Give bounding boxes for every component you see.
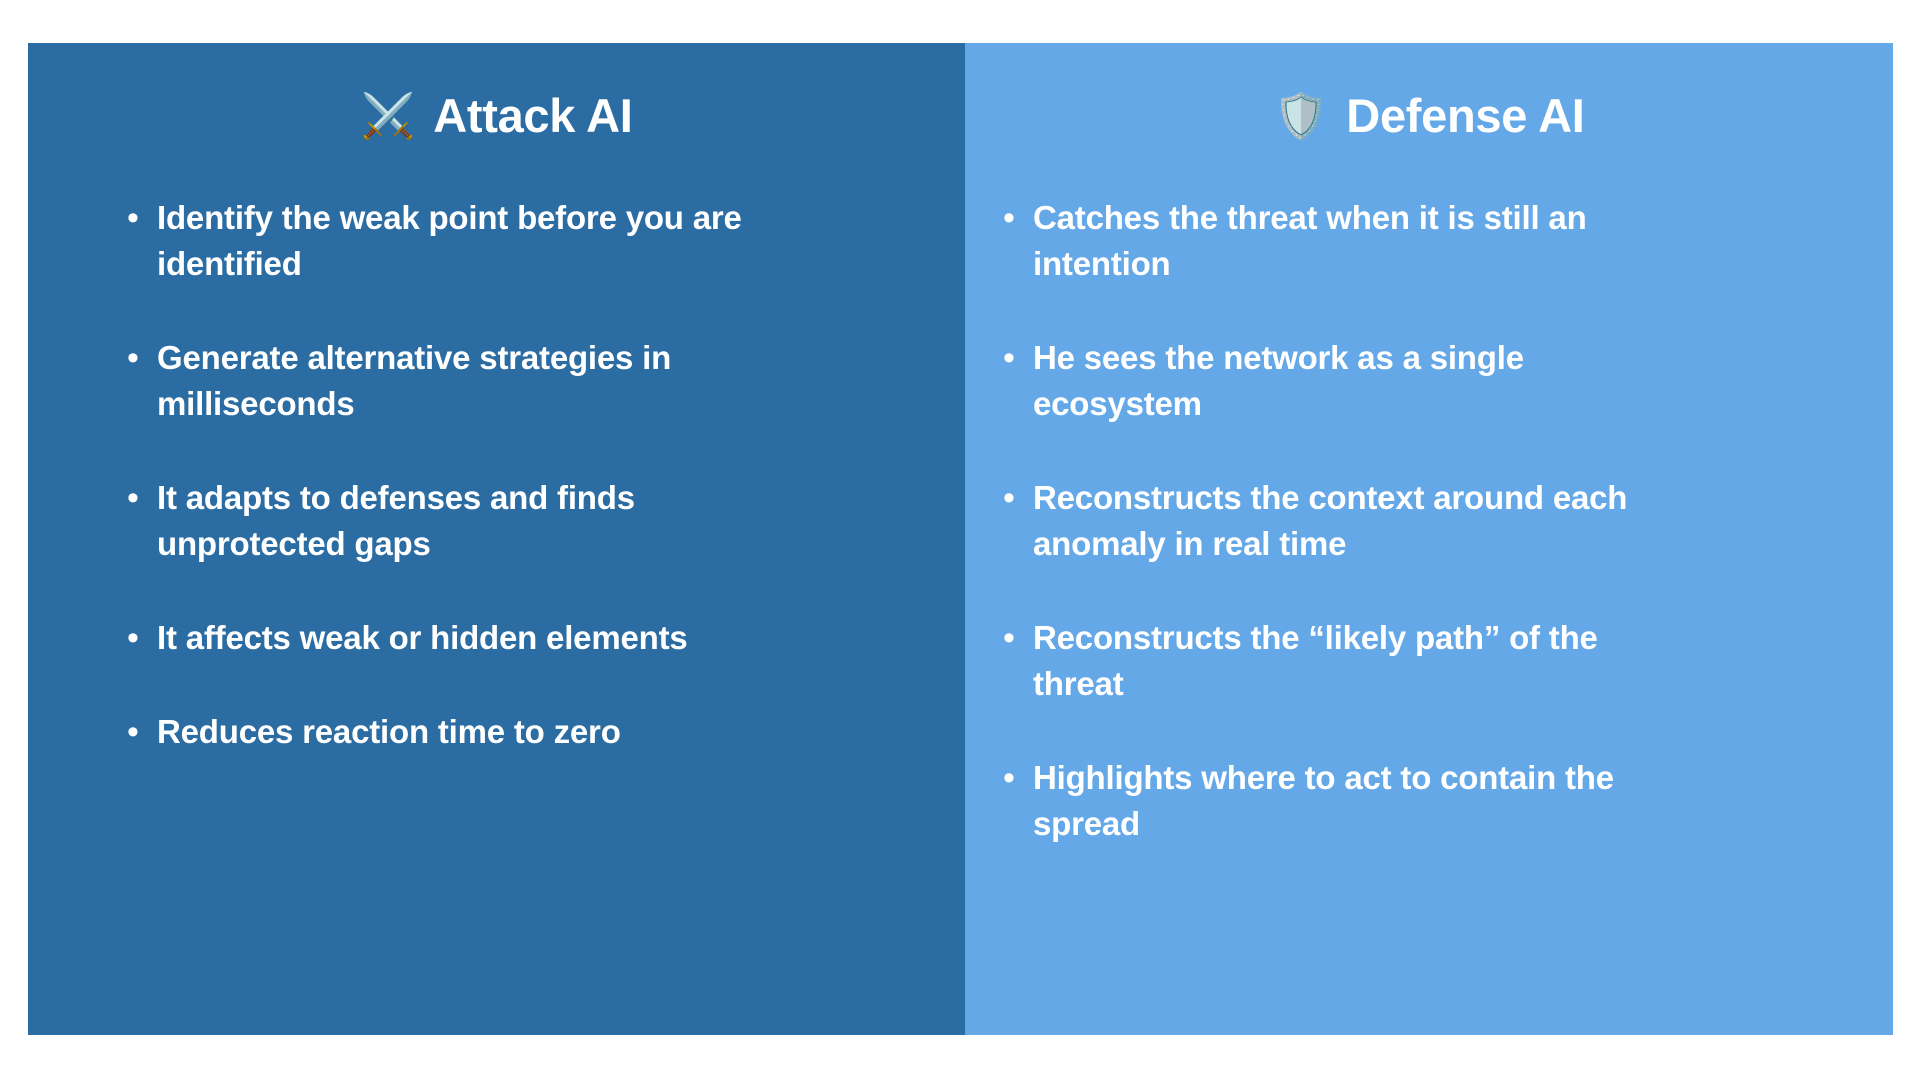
defense-panel-title: Defense AI [1346, 88, 1585, 142]
list-item: • Reconstructs the context around each a… [1000, 475, 1680, 567]
bullet-marker-icon: • [127, 339, 139, 377]
attack-panel-title: Attack AI [433, 88, 633, 142]
bullet-marker-icon: • [1003, 619, 1015, 657]
list-item: • It affects weak or hidden elements [124, 615, 824, 661]
panels-container: ⚔️ Attack AI • Identify the weak point b… [28, 43, 1893, 1035]
bullet-marker-icon: • [127, 619, 139, 657]
attack-panel-header: ⚔️ Attack AI [28, 43, 965, 163]
bullet-text: Identify the weak point before you are i… [157, 199, 742, 282]
bullet-marker-icon: • [1003, 759, 1015, 797]
bullet-text: Reduces reaction time to zero [157, 713, 621, 750]
bullet-marker-icon: • [1003, 339, 1015, 377]
list-item: • Highlights where to act to contain the… [1000, 755, 1680, 847]
bullet-text: Generate alternative strategies in milli… [157, 339, 672, 422]
bullet-text: Reconstructs the context around each ano… [1033, 479, 1628, 562]
bullet-marker-icon: • [127, 479, 139, 517]
attack-bullet-list: • Identify the weak point before you are… [124, 195, 824, 755]
bullet-text: He sees the network as a single ecosyste… [1033, 339, 1524, 422]
list-item: • It adapts to defenses and finds unprot… [124, 475, 824, 567]
shield-icon: 🛡️ [1273, 92, 1329, 141]
list-item: • Reduces reaction time to zero [124, 709, 824, 755]
list-item: • Identify the weak point before you are… [124, 195, 824, 287]
list-item: • Catches the threat when it is still an… [1000, 195, 1680, 287]
bullet-text: It adapts to defenses and finds unprotec… [157, 479, 635, 562]
bullet-text: It affects weak or hidden elements [157, 619, 688, 656]
bullet-text: Highlights where to act to contain the s… [1033, 759, 1614, 842]
bullet-marker-icon: • [1003, 199, 1015, 237]
list-item: • He sees the network as a single ecosys… [1000, 335, 1680, 427]
bullet-marker-icon: • [127, 713, 139, 751]
bullet-text: Catches the threat when it is still an i… [1033, 199, 1587, 282]
defense-bullet-list: • Catches the threat when it is still an… [1000, 195, 1680, 847]
bullet-text: Reconstructs the “likely path” of the th… [1033, 619, 1598, 702]
crossed-swords-icon: ⚔️ [360, 92, 416, 141]
list-item: • Generate alternative strategies in mil… [124, 335, 824, 427]
panel-attack-ai: ⚔️ Attack AI • Identify the weak point b… [28, 43, 965, 1035]
bullet-marker-icon: • [1003, 479, 1015, 517]
list-item: • Reconstructs the “likely path” of the … [1000, 615, 1680, 707]
defense-panel-header: 🛡️ Defense AI [965, 43, 1893, 163]
panel-defense-ai: 🛡️ Defense AI • Catches the threat when … [965, 43, 1893, 1035]
bullet-marker-icon: • [127, 199, 139, 237]
